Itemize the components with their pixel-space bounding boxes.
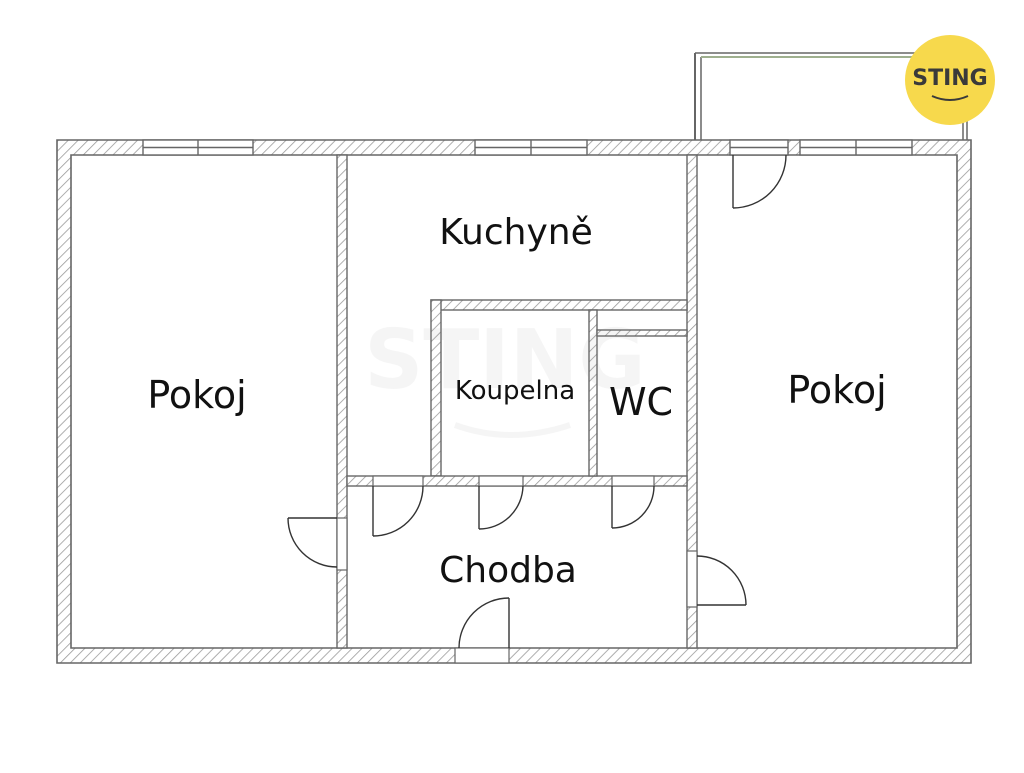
windows: [142, 139, 913, 156]
door-swings: [287, 154, 787, 649]
room-label-pokoj-left: Pokoj: [147, 373, 246, 417]
room-label-kuchyne: Kuchyně: [439, 212, 593, 253]
logo-text: STING: [912, 66, 988, 91]
watermark: STING: [364, 313, 646, 438]
outer-walls: [56, 139, 972, 664]
logo-circle: [905, 35, 995, 125]
room-label-chodba: Chodba: [439, 550, 577, 591]
room-label-koupelna: Koupelna: [455, 376, 575, 406]
room-label-wc: WC: [609, 380, 673, 424]
room-label-pokoj-right: Pokoj: [787, 368, 886, 412]
room-labels: Pokoj Kuchyně Koupelna WC Pokoj Chodba: [147, 212, 886, 591]
sting-logo: STING: [905, 35, 995, 125]
watermark-text: STING: [364, 313, 645, 408]
door-openings: [336, 475, 698, 664]
